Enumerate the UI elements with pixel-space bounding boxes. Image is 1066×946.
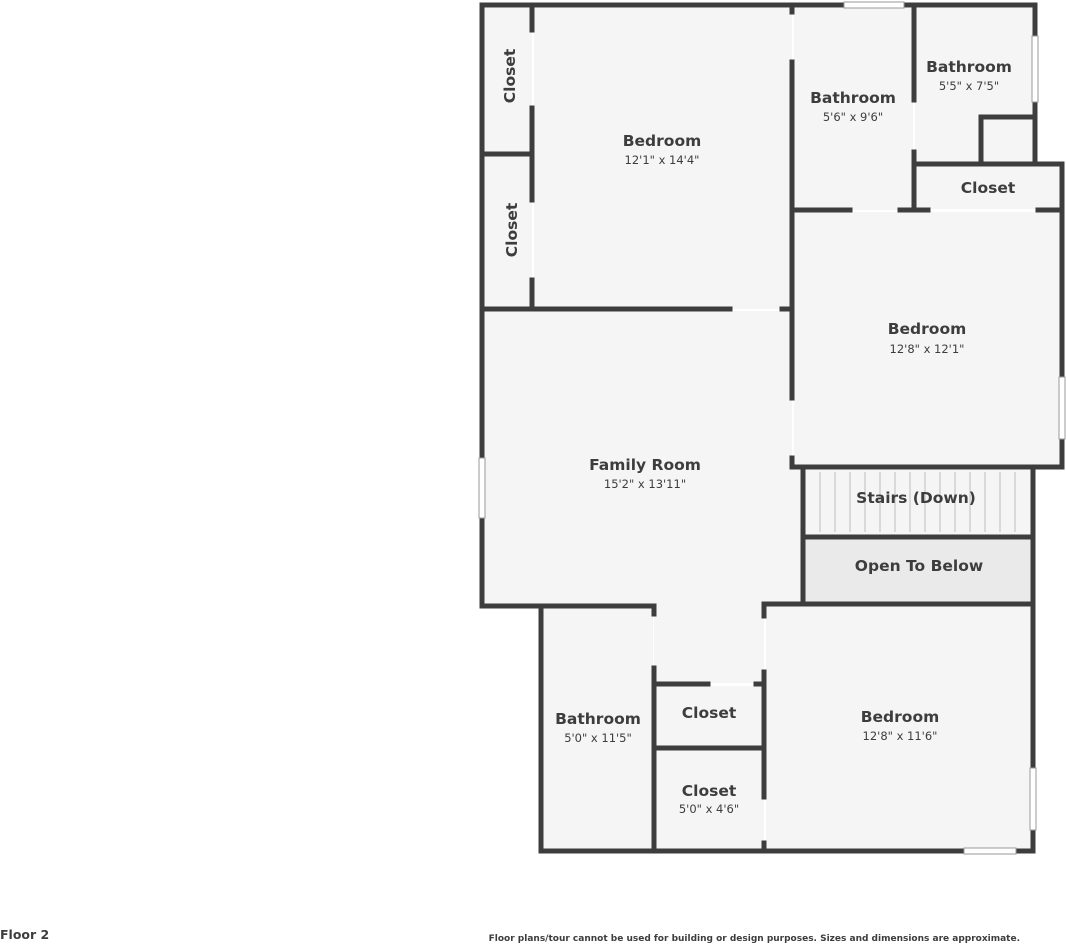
- bathroom-top-right-name: Bathroom: [926, 58, 1012, 76]
- bedroom-se-dims: 12'8" x 11'6": [863, 729, 938, 743]
- stairs-name: Stairs (Down): [856, 489, 976, 507]
- family-room-name: Family Room: [589, 456, 701, 474]
- open-to-below-area: [805, 538, 1033, 602]
- windows: [478, 1, 1066, 855]
- closet-nw-lower-name: Closet: [503, 202, 521, 257]
- bedroom-east-area: [794, 212, 1062, 466]
- bathroom-top-mid-dims: 5'6" x 9'6": [823, 110, 883, 124]
- stairs-area: [805, 470, 1033, 536]
- bathroom-sw-name: Bathroom: [555, 710, 641, 728]
- closet-east-name: Closet: [961, 179, 1016, 197]
- bathroom-top-mid-area: [794, 8, 913, 210]
- bedroom-nw-area: [534, 8, 792, 309]
- window-top: [843, 1, 905, 9]
- closet-south-lower-area: [656, 750, 764, 850]
- bathroom-top-right-area: [915, 8, 1033, 164]
- room-labels: Bedroom 12'1" x 14'4" Bathroom 5'6" x 9'…: [501, 48, 1016, 816]
- bedroom-east-dims: 12'8" x 12'1": [890, 342, 965, 356]
- closet-nw-upper-name: Closet: [501, 48, 519, 103]
- closet-east-area: [915, 166, 1062, 209]
- bathroom-top-right-dims: 5'5" x 7'5": [939, 79, 999, 93]
- bedroom-east-name: Bedroom: [888, 320, 967, 338]
- bathroom-top-mid-name: Bathroom: [810, 89, 896, 107]
- bathroom-sw-area: [543, 608, 653, 850]
- bedroom-nw-dims: 12'1" x 14'4": [625, 153, 700, 167]
- open-to-below-name: Open To Below: [855, 557, 983, 575]
- window-bedroom-east: [1058, 376, 1066, 440]
- room-fills: [484, 8, 1062, 850]
- window-bottom: [963, 847, 1017, 855]
- closet-south-upper-area: [656, 686, 764, 747]
- window-family-west: [478, 457, 486, 519]
- window-bath-right: [1031, 35, 1039, 103]
- window-bedroom-se: [1029, 767, 1037, 831]
- disclaimer-text: Floor plans/tour cannot be used for buil…: [488, 934, 1020, 944]
- bathroom-sw-dims: 5'0" x 11'5": [564, 731, 632, 745]
- closet-nw-lower-area: [484, 155, 532, 307]
- stair-treads: [819, 472, 1016, 532]
- bedroom-se-area: [766, 606, 1034, 850]
- closet-south-lower-dims: 5'0" x 4'6": [679, 802, 739, 816]
- floor-label: Floor 2: [0, 927, 50, 942]
- walls: [479, 2, 1065, 854]
- bedroom-nw-name: Bedroom: [623, 132, 702, 150]
- family-room-dims: 15'2" x 13'11": [604, 477, 686, 491]
- bedroom-se-name: Bedroom: [861, 708, 940, 726]
- closet-south-upper-name: Closet: [682, 704, 737, 722]
- closet-nw-upper-area: [484, 8, 532, 153]
- closet-south-lower-name: Closet: [682, 782, 737, 800]
- family-room-area: [484, 311, 803, 683]
